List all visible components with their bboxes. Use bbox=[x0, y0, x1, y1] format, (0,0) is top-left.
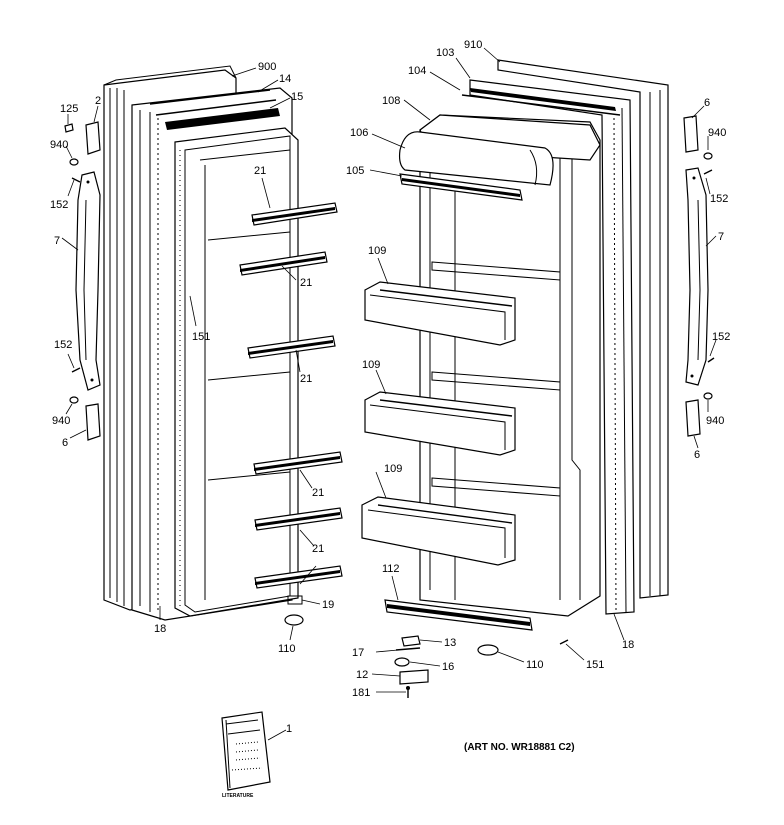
leader-lines bbox=[61, 47, 717, 741]
label-109-c: 109 bbox=[384, 463, 402, 475]
label-940-left-top: 940 bbox=[50, 139, 68, 151]
literature-caption: LITERATURE bbox=[222, 793, 254, 799]
label-6-right-top: 6 bbox=[704, 97, 710, 109]
door-bins-109 bbox=[361, 281, 516, 566]
door-gasket-right bbox=[469, 79, 635, 615]
label-109-a: 109 bbox=[368, 245, 386, 257]
left-door-assembly bbox=[103, 65, 343, 626]
label-2: 2 bbox=[95, 95, 101, 107]
label-21-e: 21 bbox=[312, 543, 324, 555]
label-181: 181 bbox=[352, 687, 370, 699]
label-940-left-bottom: 940 bbox=[52, 415, 70, 427]
label-152-left-bottom: 152 bbox=[54, 339, 72, 351]
label-21-d: 21 bbox=[312, 487, 324, 499]
label-104: 104 bbox=[408, 65, 426, 77]
label-6-left: 6 bbox=[62, 437, 68, 449]
inner-door-liner-left bbox=[174, 127, 299, 617]
label-125: 125 bbox=[60, 103, 78, 115]
right-handle-hardware bbox=[683, 115, 715, 437]
label-21-a: 21 bbox=[254, 165, 266, 177]
label-1: 1 bbox=[286, 723, 292, 735]
left-handle-hardware bbox=[64, 121, 101, 441]
label-940-right-top: 940 bbox=[708, 127, 726, 139]
label-109-b: 109 bbox=[362, 359, 380, 371]
label-19: 19 bbox=[322, 599, 334, 611]
label-106: 106 bbox=[350, 127, 368, 139]
label-910: 910 bbox=[464, 39, 482, 51]
shelf-rails-21 bbox=[239, 202, 343, 589]
label-152-right-bottom: 152 bbox=[712, 331, 730, 343]
right-door-assembly bbox=[361, 59, 669, 698]
part-number-labels: 900 14 15 125 2 940 152 7 21 21 151 21 1… bbox=[50, 39, 730, 753]
literature-booklet: LITERATURE bbox=[221, 711, 271, 799]
label-152-left-top: 152 bbox=[50, 199, 68, 211]
label-110-left: 110 bbox=[278, 643, 296, 655]
art-number: (ART NO. WR18881 C2) bbox=[464, 742, 575, 753]
label-21-b: 21 bbox=[300, 277, 312, 289]
label-21-c: 21 bbox=[300, 373, 312, 385]
label-14: 14 bbox=[279, 73, 291, 85]
label-7-left: 7 bbox=[54, 235, 60, 247]
label-6-right-bottom: 6 bbox=[694, 449, 700, 461]
label-7-right: 7 bbox=[718, 231, 724, 243]
label-105: 105 bbox=[346, 165, 364, 177]
label-12: 12 bbox=[356, 669, 368, 681]
trim-strip-15 bbox=[165, 108, 280, 130]
handle-left bbox=[75, 171, 101, 391]
label-18-right: 18 bbox=[622, 639, 634, 651]
label-15: 15 bbox=[291, 91, 303, 103]
label-152-right-top: 152 bbox=[710, 193, 728, 205]
dairy-door-106 bbox=[398, 131, 554, 186]
trim-strip-14 bbox=[149, 89, 271, 105]
door-cap-110-right bbox=[477, 644, 499, 656]
label-16: 16 bbox=[442, 661, 454, 673]
label-13: 13 bbox=[444, 637, 456, 649]
label-110-right: 110 bbox=[526, 659, 544, 671]
outer-door-panel-right bbox=[497, 59, 669, 599]
label-151-left: 151 bbox=[192, 331, 210, 343]
label-17: 17 bbox=[352, 647, 364, 659]
label-900: 900 bbox=[258, 61, 276, 73]
label-103: 103 bbox=[436, 47, 454, 59]
label-940-right-bottom: 940 bbox=[706, 415, 724, 427]
label-112: 112 bbox=[382, 563, 400, 575]
label-108: 108 bbox=[382, 95, 400, 107]
handle-right bbox=[685, 167, 709, 386]
door-cap-110-left bbox=[284, 614, 304, 626]
label-151-right: 151 bbox=[586, 659, 604, 671]
label-18-left: 18 bbox=[154, 623, 166, 635]
